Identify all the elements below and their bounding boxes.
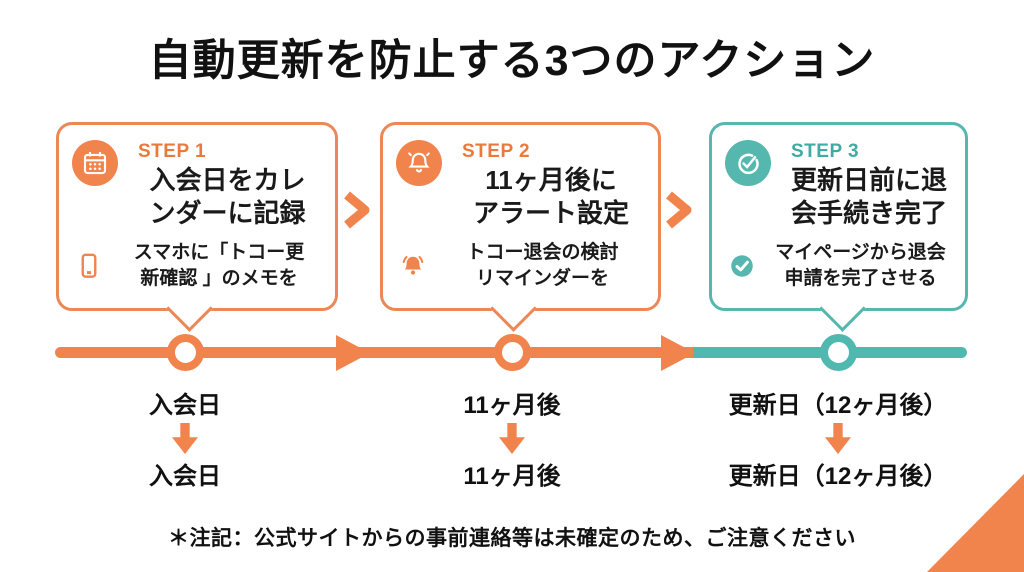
page-title: 自動更新を防止する3つのアクション: [148, 37, 876, 85]
step-card-3: STEP 3 更新日前に退 会手続き完了 マイページから退会 申請を完了させる: [709, 122, 968, 332]
calendar-icon: [72, 140, 118, 186]
step-title: 更新日前に退 会手続き完了: [790, 165, 947, 228]
step-label: STEP 2: [462, 141, 531, 162]
footnote: ＊注記：公式サイトからの事前連絡等は未確定のため、ご注意ください: [168, 527, 856, 550]
step-card-1-header: STEP 1 入会日をカレ ンダーに記録: [59, 125, 335, 229]
step-label: STEP 1: [138, 141, 207, 162]
step-card-2-text: STEP 2 11ヶ月後に アラート設定: [452, 140, 650, 229]
step-card-1-note: スマホに「トコー更 新確認 」のメモを: [59, 240, 335, 292]
step-card-1: STEP 1 入会日をカレ ンダーに記録 スマホに「トコー更 新確認 」のメモを: [56, 122, 338, 332]
step-note-text: トコー退会の検討 リマインダーを: [466, 242, 619, 290]
step-card-1-text: STEP 1 入会日をカレ ンダーに記録: [128, 140, 327, 229]
step-card-3-header: STEP 3 更新日前に退 会手続き完了: [712, 125, 965, 229]
timeline-node-renewal: [820, 334, 857, 371]
chevron-right-icon: [666, 191, 692, 229]
step-card-2-header: STEP 2 11ヶ月後に アラート設定: [383, 125, 658, 229]
timeline-node-joining: [167, 334, 204, 371]
bell-icon: [396, 140, 442, 186]
arrow-down-icon: [825, 423, 851, 454]
chevron-right-icon: [344, 191, 370, 229]
check-icon: [731, 255, 753, 277]
check-circle-icon: [725, 140, 771, 186]
timeline-label: 11ヶ月後: [463, 392, 561, 419]
timeline-label-repeat: 入会日: [149, 463, 221, 490]
timeline-label: 入会日: [149, 392, 221, 419]
timeline-label-repeat: 更新日（12ヶ月後）: [728, 463, 948, 490]
step-label: STEP 3: [791, 141, 860, 162]
timeline-node-11months: [494, 334, 531, 371]
step-card-2: STEP 2 11ヶ月後に アラート設定 トコー退会の検討 リマインダーを: [380, 122, 661, 332]
arrow-down-icon: [499, 423, 525, 454]
step-card-3-text: STEP 3 更新日前に退 会手続き完了: [781, 140, 957, 229]
step-title: 11ヶ月後に アラート設定: [472, 165, 629, 228]
timeline-label-repeat: 11ヶ月後: [463, 463, 561, 490]
timeline-label: 更新日（12ヶ月後）: [728, 392, 948, 419]
step-note-text: スマホに「トコー更 新確認 」のメモを: [133, 242, 305, 290]
timeline-bar-orange: [55, 347, 695, 358]
timeline-arrow-icon: [661, 335, 695, 371]
step-card-3-note: マイページから退会 申請を完了させる: [712, 240, 965, 292]
timeline-arrow-icon: [336, 335, 370, 371]
step-card-2-note: トコー退会の検討 リマインダーを: [383, 240, 658, 292]
bell-icon: [402, 256, 424, 275]
step-title: 入会日をカレ ンダーに記録: [149, 165, 306, 228]
smartphone-icon: [81, 253, 97, 279]
step-note-text: マイページから退会 申請を完了させる: [775, 242, 946, 290]
arrow-down-icon: [172, 423, 198, 454]
